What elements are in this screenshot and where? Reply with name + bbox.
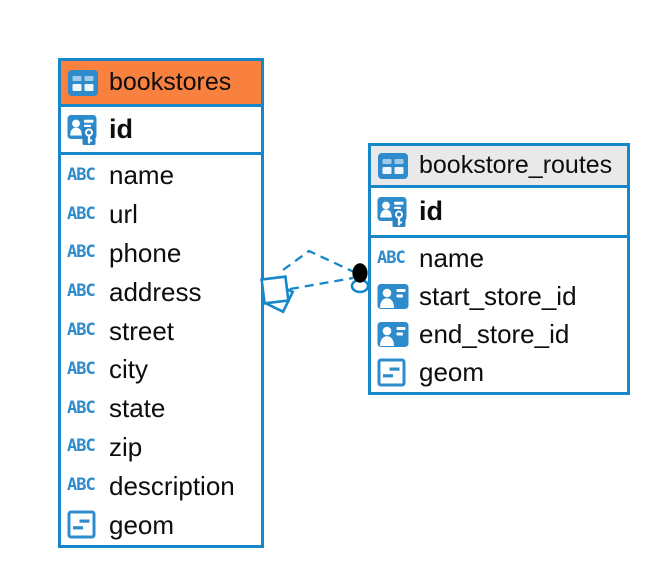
column-row[interactable]: ABC phone xyxy=(61,234,261,273)
reference-user-icon xyxy=(377,283,409,310)
column-list: ABC name ABC url ABC phone ABC address A… xyxy=(61,155,261,545)
reference-user-icon xyxy=(377,321,409,348)
column-name: address xyxy=(109,276,202,307)
relationship-many-end-marker xyxy=(260,275,295,314)
column-name: end_store_id xyxy=(419,319,570,349)
column-row-pk[interactable]: id xyxy=(371,188,627,238)
column-row[interactable]: ABC state xyxy=(61,389,261,428)
column-row[interactable]: ABC url xyxy=(61,195,261,234)
column-row[interactable]: ABC description xyxy=(61,466,261,505)
column-name: state xyxy=(109,393,166,424)
table-title: bookstore_routes xyxy=(419,151,613,179)
table-title: bookstores xyxy=(109,68,232,96)
table-header-bookstore-routes[interactable]: bookstore_routes xyxy=(371,146,627,188)
column-row[interactable]: ABC name xyxy=(371,239,627,277)
column-name: url xyxy=(109,199,138,230)
column-name: street xyxy=(109,315,175,346)
geometry-type-icon xyxy=(377,358,409,387)
column-list: ABC name start_store_id xyxy=(371,238,627,392)
table-icon xyxy=(378,152,410,179)
geometry-type-icon xyxy=(67,510,99,539)
column-name: name xyxy=(109,160,175,191)
column-name: description xyxy=(109,470,235,501)
column-row[interactable]: ABC street xyxy=(61,311,261,350)
table-header-bookstores[interactable]: bookstores xyxy=(61,61,261,107)
relationship-line-upper[interactable] xyxy=(282,249,355,274)
relationship-line-lower[interactable] xyxy=(289,276,354,291)
column-name: name xyxy=(419,243,485,273)
text-type-icon: ABC xyxy=(67,320,96,341)
table-icon xyxy=(68,69,100,96)
column-row[interactable]: ABC address xyxy=(61,272,261,311)
column-row[interactable]: end_store_id xyxy=(371,315,627,353)
table-bookstores[interactable]: bookstores id ABC xyxy=(58,58,264,548)
relationship-one-end-marker xyxy=(350,263,370,294)
column-row[interactable]: ABC zip xyxy=(61,428,261,467)
text-type-icon: ABC xyxy=(67,436,96,457)
text-type-icon: ABC xyxy=(67,475,96,496)
primary-key-user-icon xyxy=(67,113,99,147)
column-row[interactable]: start_store_id xyxy=(371,277,627,315)
column-name: geom xyxy=(109,509,175,540)
primary-key-user-icon xyxy=(377,195,409,229)
text-type-icon: ABC xyxy=(67,281,96,302)
text-type-icon: ABC xyxy=(67,397,96,418)
column-name: id xyxy=(109,114,133,144)
column-row[interactable]: ABC name xyxy=(61,156,261,195)
column-row[interactable]: geom xyxy=(371,353,627,391)
column-name: city xyxy=(109,354,148,385)
column-row[interactable]: ABC city xyxy=(61,350,261,389)
table-bookstore-routes[interactable]: bookstore_routes id ABC xyxy=(368,143,630,395)
column-name: geom xyxy=(419,357,485,387)
column-row[interactable]: geom xyxy=(61,505,261,544)
text-type-icon: ABC xyxy=(377,247,406,268)
text-type-icon: ABC xyxy=(67,358,96,379)
column-name: phone xyxy=(109,237,182,268)
text-type-icon: ABC xyxy=(67,164,96,185)
text-type-icon: ABC xyxy=(67,242,96,263)
column-name: id xyxy=(419,196,443,226)
column-row-pk[interactable]: id xyxy=(61,107,261,155)
column-name: zip xyxy=(109,431,143,462)
column-name: start_store_id xyxy=(419,281,577,311)
text-type-icon: ABC xyxy=(67,203,96,224)
